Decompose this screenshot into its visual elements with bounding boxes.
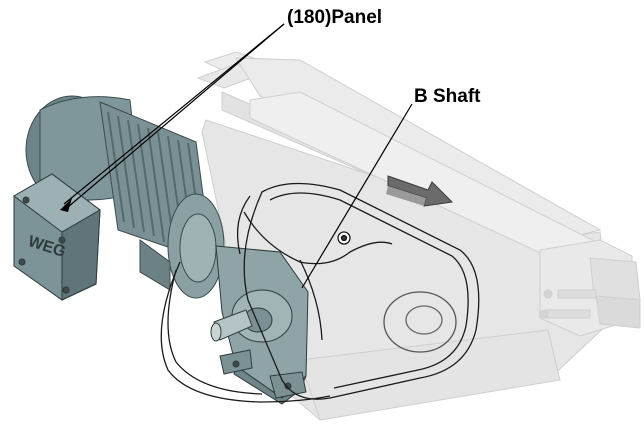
motor (25, 95, 225, 299)
shaft-callout-label: B Shaft (414, 86, 481, 107)
panel-leader-arrowhead (60, 198, 72, 212)
panel-callout-label: (180)Panel (287, 7, 383, 28)
panel-leader-line (63, 23, 285, 205)
gearbox (210, 245, 309, 405)
panel-leader-line-2 (67, 23, 285, 208)
shaft-leader-line (301, 103, 413, 289)
direction-arrow-icon (386, 175, 454, 207)
chain-guard-outline (160, 182, 480, 403)
terminal-box-panel: WEG (13, 173, 101, 301)
leader-lines (63, 23, 413, 289)
